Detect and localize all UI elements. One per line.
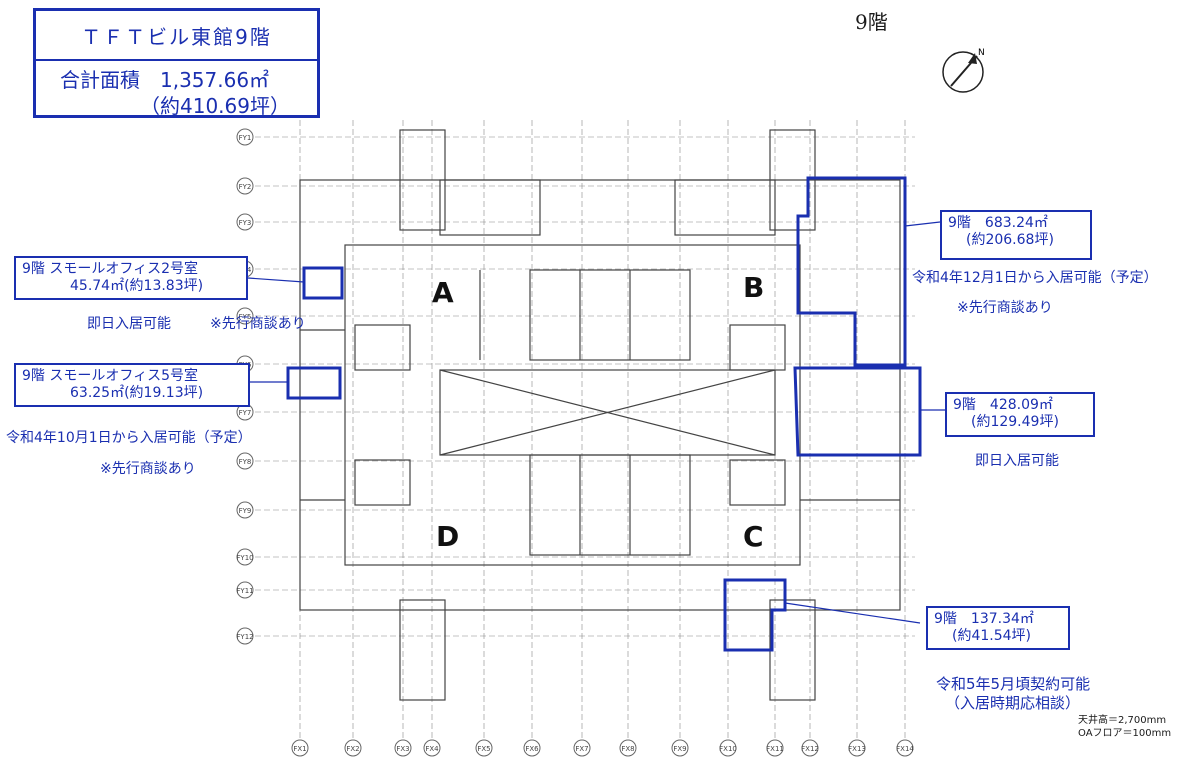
grid-y-marker [236, 452, 254, 470]
grid-y-label: FY2 [239, 183, 252, 191]
grid-y-label: FY3 [239, 219, 252, 227]
unit-b-top-area: 9階 683.24㎡ [948, 215, 1048, 231]
unit-b-mid-tsubo: (約129.49坪) [971, 414, 1059, 430]
grid-x-label: FX7 [575, 745, 588, 753]
grid-x-marker [766, 739, 784, 757]
grid-x-marker [719, 739, 737, 757]
zone-label-d: D [436, 520, 459, 553]
unit-b-top-tsubo: (約206.68坪) [966, 232, 1054, 248]
total-area-tsubo: （約410.69坪） [140, 94, 290, 118]
grid-x-label: FX10 [719, 745, 737, 753]
grid-x-label: FX13 [848, 745, 866, 753]
small-office-2-title: 9階 スモールオフィス2号室 [22, 261, 198, 277]
grid-y-label: FY1 [239, 134, 252, 142]
small-office-5-negotiation: ※先行商談あり [100, 461, 196, 477]
grid-x-marker [423, 739, 441, 757]
unit-b-top-box: 9階 683.24㎡ (約206.68坪) [940, 210, 1092, 260]
grid-y-marker [236, 213, 254, 231]
grid-x-label: FX12 [801, 745, 819, 753]
small-office-2-area: 45.74㎡(約13.83坪) [70, 278, 204, 294]
grid-x-marker [523, 739, 541, 757]
floor-label: 9階 [855, 10, 888, 34]
small-office-5-title: 9階 スモールオフィス5号室 [22, 368, 198, 384]
unit-b-mid-area: 9階 428.09㎡ [953, 397, 1053, 413]
grid-x-label: FX5 [477, 745, 490, 753]
svg-text:N: N [978, 48, 985, 58]
unit-small5-outline [286, 366, 342, 400]
grid-y-label: FY12 [236, 633, 253, 641]
grid-y-label: FY7 [239, 409, 252, 417]
grid-y-marker [236, 501, 254, 519]
grid-y-label: FY8 [239, 458, 252, 466]
grid-x-marker [896, 739, 914, 757]
grid-x-marker [573, 739, 591, 757]
grid-y-marker [236, 307, 254, 325]
grid-x-marker [394, 739, 412, 757]
grid-y-label: FY5 [239, 313, 252, 321]
unit-b-top-negotiation: ※先行商談あり [957, 300, 1053, 316]
unit-c-bot-outline [723, 578, 787, 652]
grid-y-marker [236, 177, 254, 195]
grid-x-label: FX11 [766, 745, 784, 753]
small-office-2-box: 9階 スモールオフィス2号室 45.74㎡(約13.83坪) [14, 256, 248, 300]
unit-b-mid-availability: 即日入居可能 [975, 453, 1059, 469]
unit-b-mid-outline [793, 366, 922, 457]
unit-c-bot-note: （入居時期応相談） [945, 694, 1081, 712]
grid-x-label: FX3 [396, 745, 409, 753]
grid-y-label: FY11 [236, 587, 253, 595]
building-name: ＴＦＴビル東館9階 [36, 11, 317, 61]
unit-b-top-outline [796, 176, 907, 367]
grid-x-label: FX1 [293, 745, 306, 753]
oa-floor-height: OAフロア＝100mm [1078, 728, 1172, 739]
small-office-5-availability: 令和4年10月1日から入居可能（予定） [6, 430, 252, 446]
total-area-sqm: 合計面積 1,357.66㎡ [60, 68, 270, 92]
grid-x-label: FX14 [896, 745, 914, 753]
grid-y-marker [236, 128, 254, 146]
small-office-5-box: 9階 スモールオフィス5号室 63.25㎡(約19.13坪) [14, 363, 250, 407]
grid-x-marker [619, 739, 637, 757]
small-office-2-negotiation: ※先行商談あり [210, 316, 306, 332]
total-area: 合計面積 1,357.66㎡ （約410.69坪） [36, 61, 317, 119]
small-office-5-area: 63.25㎡(約19.13坪) [70, 385, 204, 401]
unit-c-bot-tsubo: (約41.54坪) [952, 628, 1032, 644]
grid-x-marker [801, 739, 819, 757]
available-units [286, 176, 922, 652]
grid-x-marker [848, 739, 866, 757]
grid-y-label: FY9 [239, 507, 252, 515]
grid-x-label: FX8 [621, 745, 634, 753]
grid-x-label: FX9 [673, 745, 686, 753]
unit-c-bot-availability: 令和5年5月頃契約可能 [936, 675, 1091, 693]
small-office-2-availability: 即日入居可能 [87, 316, 171, 332]
grid-x-label: FX6 [525, 745, 539, 753]
grid-x-marker [291, 739, 309, 757]
grid-y-marker [236, 548, 254, 566]
grid-x-marker [671, 739, 689, 757]
unit-small2-outline [302, 266, 344, 300]
grid-x-marker [344, 739, 362, 757]
zone-label-a: A [432, 276, 454, 309]
grid-y-label: FY10 [236, 554, 253, 562]
grid-x-label: FX2 [346, 745, 359, 753]
grid-x-label: FX4 [425, 745, 439, 753]
unit-b-mid-box: 9階 428.09㎡ (約129.49坪) [945, 392, 1095, 437]
north-arrow-icon: N [942, 48, 985, 93]
grid-y-marker [236, 627, 254, 645]
spec-notes: 天井高＝2,700mm OAフロア＝100mm [1078, 714, 1171, 740]
grid-y-marker [236, 581, 254, 599]
ceiling-height: 天井高＝2,700mm [1078, 715, 1167, 726]
plan-outline [299, 129, 901, 701]
zone-label-c: C [743, 520, 764, 553]
zone-label-b: B [743, 271, 764, 304]
unit-c-bot-area: 9階 137.34㎡ [934, 611, 1034, 627]
grid-x-marker [475, 739, 493, 757]
unit-c-bot-box: 9階 137.34㎡ (約41.54坪) [926, 606, 1070, 650]
unit-b-top-availability: 令和4年12月1日から入居可能（予定） [912, 270, 1158, 286]
building-title-box: ＴＦＴビル東館9階 合計面積 1,357.66㎡ （約410.69坪） [33, 8, 320, 118]
